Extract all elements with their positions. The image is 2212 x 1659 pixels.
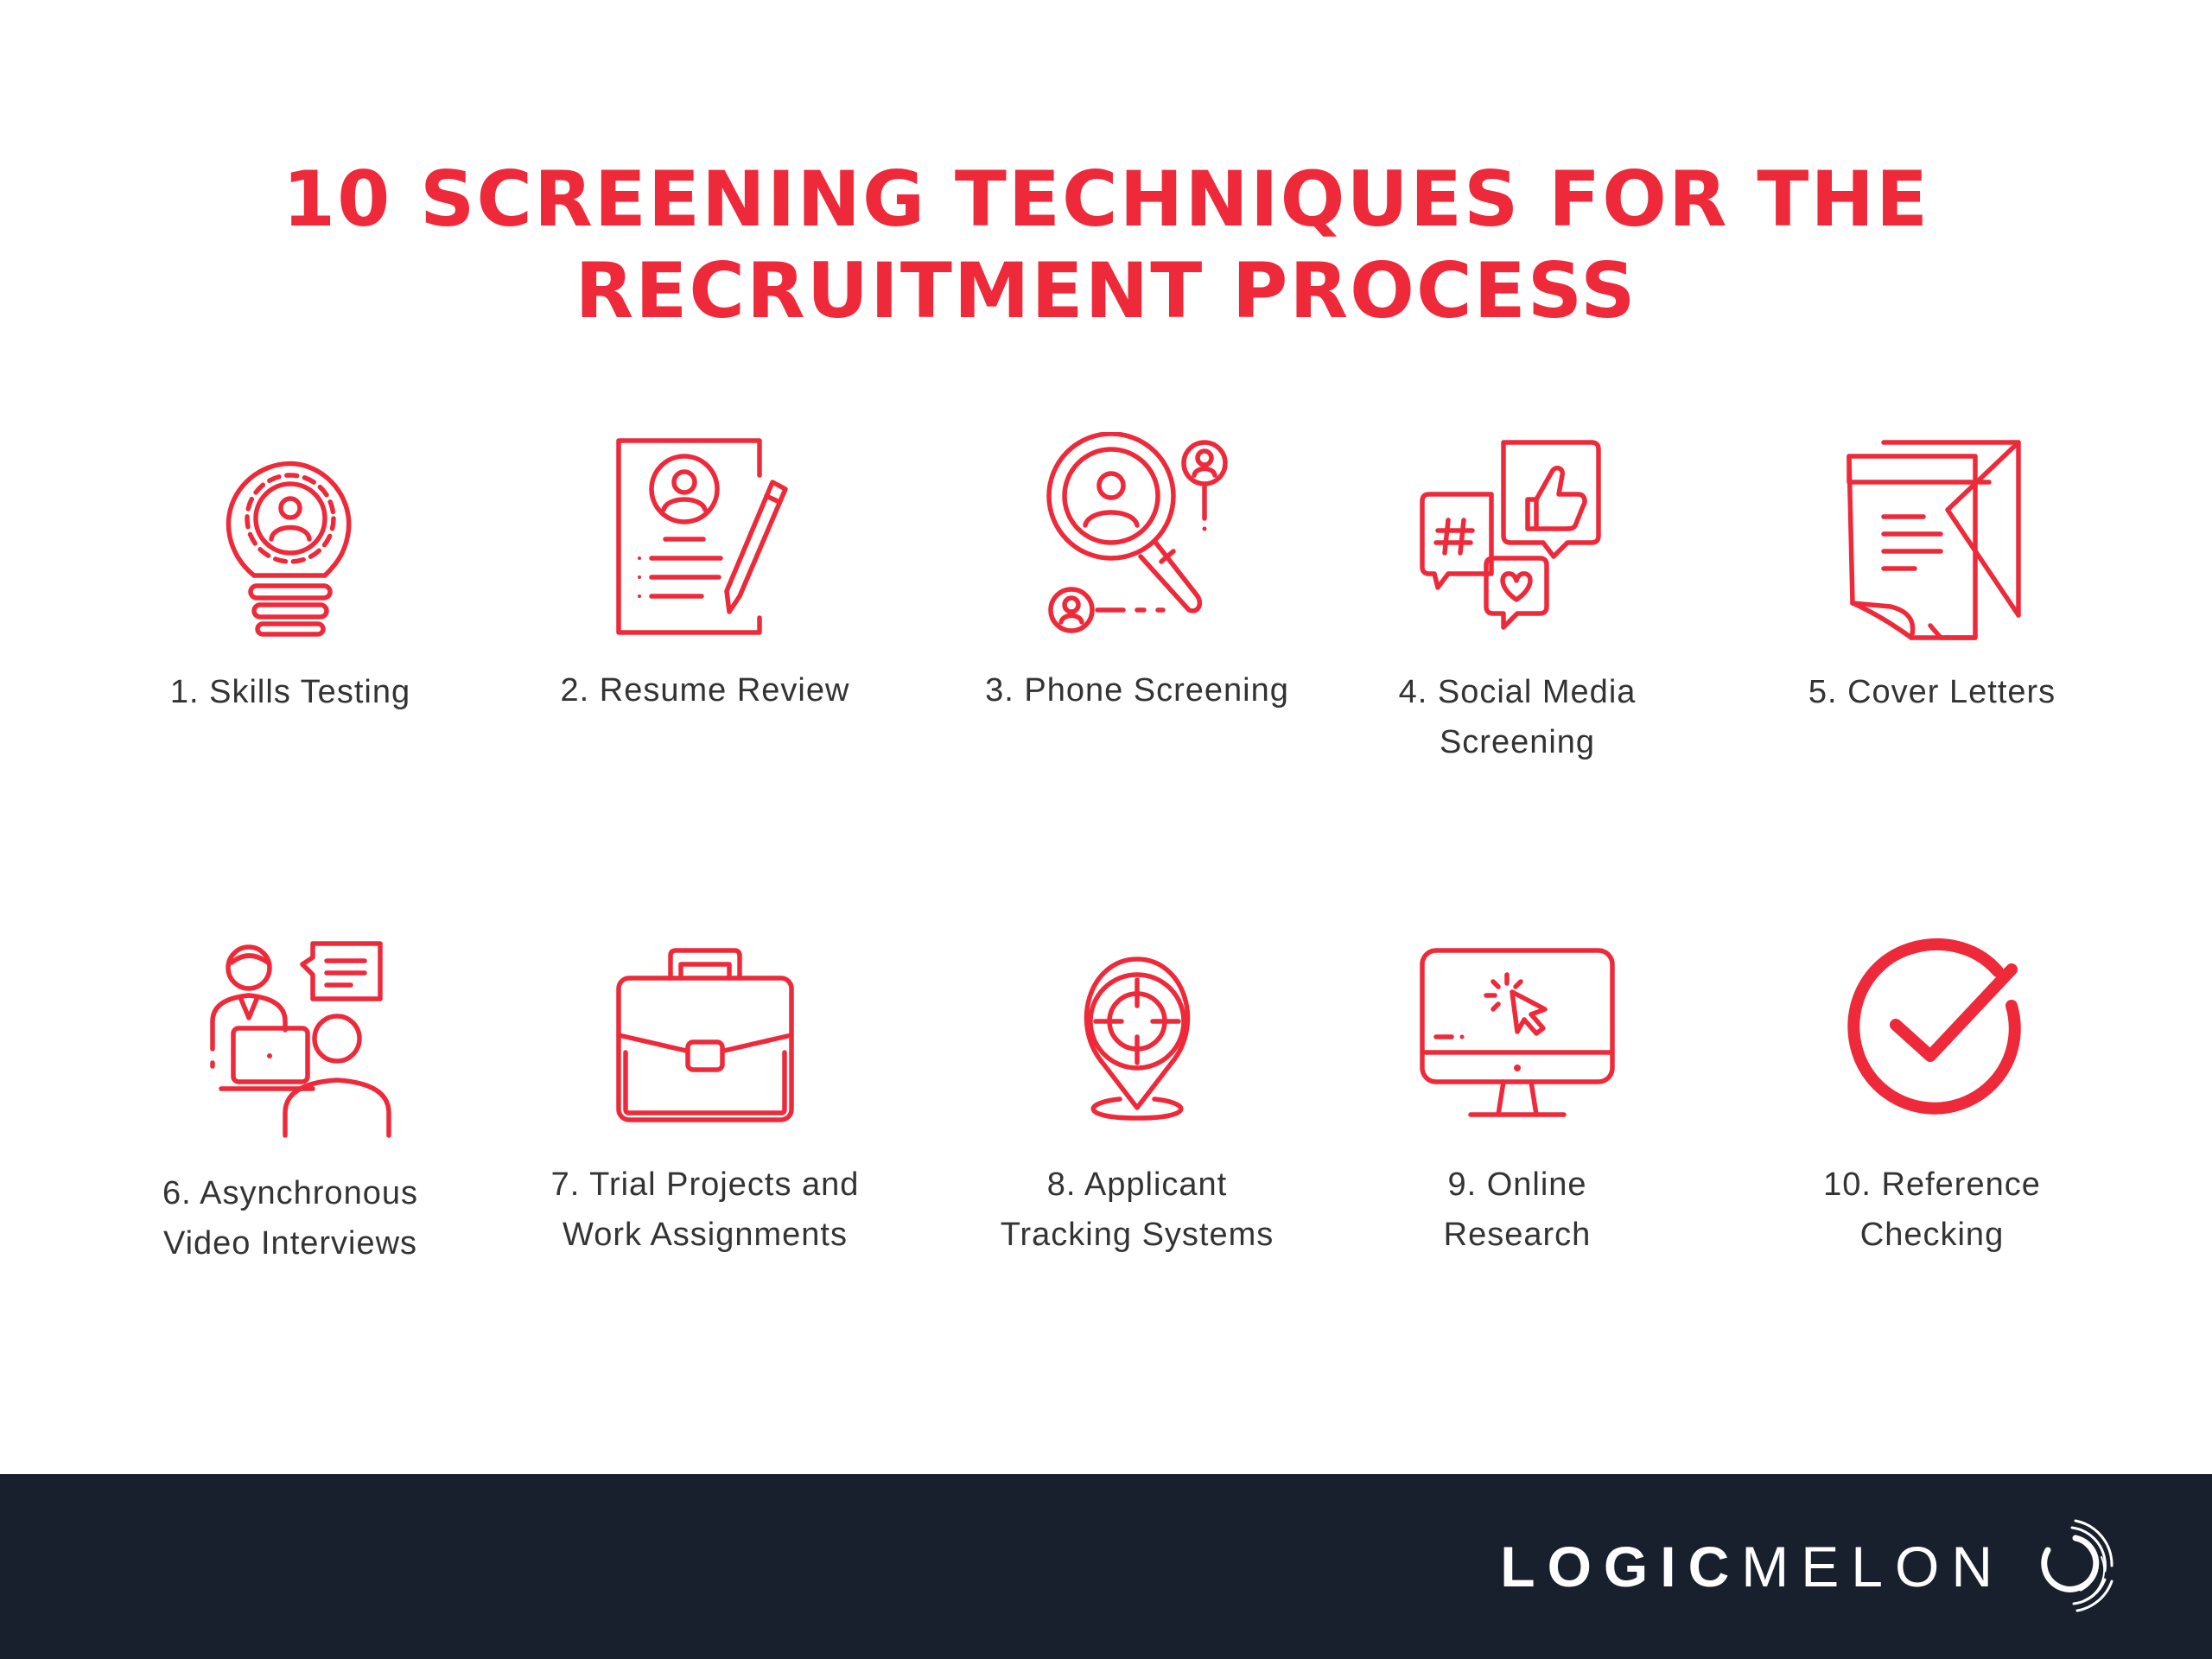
page-title: 10 SCREENING TECHNIQUES FOR THE RECRUITM… xyxy=(0,154,2212,337)
technique-item-online-research: 9. Online Research xyxy=(1319,926,1716,1260)
technique-item-asynchronous-video-interviews: 6. Asynchronous Video Interviews xyxy=(92,935,489,1268)
technique-label: 3. Phone Screening xyxy=(985,672,1289,709)
technique-item-resume-review: 2. Resume Review xyxy=(506,432,904,715)
video-interview-icon xyxy=(187,935,394,1142)
technique-label: 7. Trial Projects and Work Assignments xyxy=(550,1166,860,1253)
location-target-icon xyxy=(1033,926,1241,1134)
resume-pencil-icon xyxy=(601,432,809,639)
technique-item-applicant-tracking-systems: 8. Applicant Tracking Systems xyxy=(938,926,1336,1260)
technique-label: 9. Online Research xyxy=(1443,1166,1592,1253)
monitor-cursor-icon xyxy=(1414,926,1621,1134)
brand-bold: LOGIC xyxy=(1500,1535,1742,1599)
check-circle-icon xyxy=(1828,926,2036,1134)
letter-envelope-icon xyxy=(1828,434,2036,641)
briefcase-icon xyxy=(601,926,809,1134)
technique-label: 4. Social Media Screening xyxy=(1398,674,1637,760)
technique-item-skills-testing: 1. Skills Testing xyxy=(92,434,489,717)
social-bubbles-icon xyxy=(1414,434,1621,641)
technique-label: 6. Asynchronous Video Interviews xyxy=(162,1175,418,1262)
technique-label: 5. Cover Letters xyxy=(1808,674,2056,710)
title-line-1: 10 SCREENING TECHNIQUES FOR THE xyxy=(282,155,1930,244)
technique-item-reference-checking: 10. Reference Checking xyxy=(1733,926,2131,1260)
magnifier-people-icon xyxy=(1033,432,1241,639)
brand-light: MELON xyxy=(1741,1535,2005,1599)
technique-item-phone-screening: 3. Phone Screening xyxy=(938,432,1336,715)
technique-item-cover-letters: 5. Cover Letters xyxy=(1733,434,2131,717)
technique-item-trial-projects: 7. Trial Projects and Work Assignments xyxy=(506,926,904,1260)
technique-label: 8. Applicant Tracking Systems xyxy=(1000,1166,1274,1253)
technique-label: 2. Resume Review xyxy=(560,672,850,709)
logicmelon-logo-icon xyxy=(2022,1517,2117,1612)
title-line-2: RECRUITMENT PROCESS xyxy=(575,246,1637,335)
technique-item-social-media-screening: 4. Social Media Screening xyxy=(1319,434,1716,767)
lightbulb-gear-icon xyxy=(187,434,394,641)
technique-label: 1. Skills Testing xyxy=(169,674,411,710)
technique-label: 10. Reference Checking xyxy=(1823,1166,2041,1253)
